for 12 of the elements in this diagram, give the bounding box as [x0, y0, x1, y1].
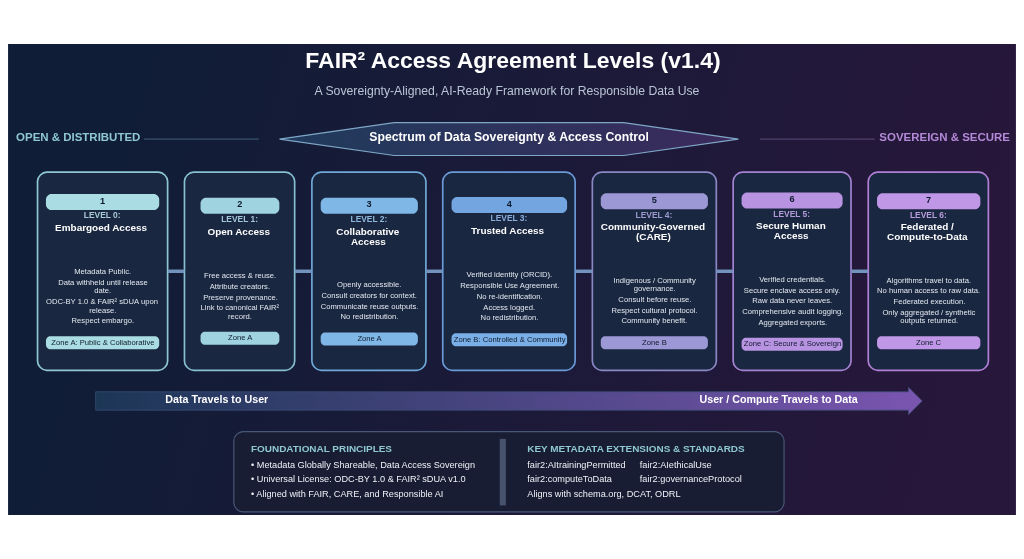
node-box: 4 LEVEL 3: Trusted Access Verified identity (ORCID). Responsible Use Agreement. No re-identification. Access logged. No redistribution. Zone B: Controlled & Community [441, 171, 576, 372]
label: A Sovereignty-Aligned, AI-Ready Framework for Responsible Data Use [314, 84, 700, 99]
node-box: 2 LEVEL 1: Open Access Free access & reuse. Attribute creators. Preserve provenance. Link to canonical FAIR² record. Zone A [183, 171, 296, 372]
diagram-title: FAIR² Access Agreement Levels (v1.4) [305, 46, 721, 73]
node-box: 1 LEVEL 0: Embargoed Access Metadata Public. Data withheld until release date. ODC-BY 1.0 & FAIR² sDUA upon release. Respect embargo. Zone A: Public & Collaborative [36, 171, 169, 372]
node-box: 5 LEVEL 4: Community-Governed (CARE) Indigenous / Community governance. Consult before reuse. Respect cultural protocol. Community benefit. Zone B [591, 171, 718, 372]
node-box: 7 LEVEL 6: Federated / Compute-to-Data Algorithms travel to data. No human access to raw data. Federated execution. Only aggregated / synthetic outputs returned. Zone C [867, 171, 990, 372]
node-box: FOUNDATIONAL PRINCIPLES • Metadata Globally Shareable, Data Access Sovereign • Universal License: ODC-BY 1.0 & FAIR² sDUA v1.0 • Aligned with FAIR, CARE, and Responsible AI KEY METADATA EXTENSIONS & STANDARDS fair2:AItrainingPermitted fair2:AIethicalUse fair2:computeToData fair2:governanceProtocol Aligns with schema.org, DCAT, ODRL [233, 431, 785, 513]
label: SOVEREIGN & SECURE [879, 130, 1010, 143]
label: OPEN & DISTRIBUTED [16, 130, 141, 143]
node-box: 3 LEVEL 2: Collaborative Access Openly accessible. Consult creators for context. Communicate reuse outputs. No redistribution. Zone A [311, 171, 427, 372]
node-box: 6 LEVEL 5: Secure Human Access Verified credentials. Secure enclave access only. Raw data never leaves. Comprehensive audit logging. Aggregated exports. Zone C: Secure & Sovereign [732, 171, 852, 372]
